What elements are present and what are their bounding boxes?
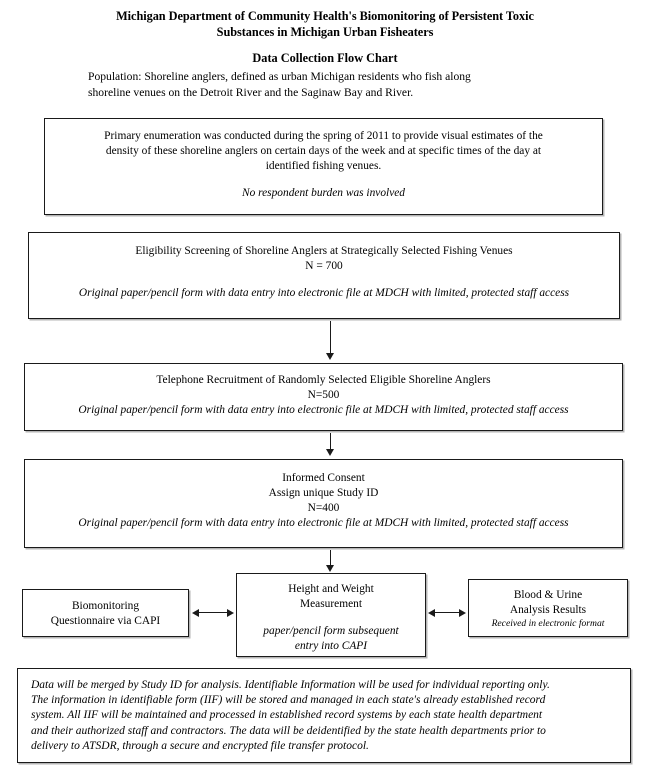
enumeration-box: Primary enumeration was conducted during… [44,118,603,215]
enumeration-spacer [59,174,588,186]
blood-urine-analysis-box: Blood & Urine Analysis Results Received … [468,579,628,637]
informed-consent-box: Informed Consent Assign unique Study ID … [24,459,623,548]
merge-line-2: The information in identifiable form (II… [31,694,546,707]
eligibility-count: N = 700 [305,260,343,272]
arrow-head-left [428,608,435,617]
measurement-spacer [243,612,419,624]
arrow-questionnaire-measurement-icon [192,607,234,618]
enumeration-line-1: Primary enumeration was conducted during… [104,130,543,142]
merge-line-4: and their authorized staff and contracto… [31,724,546,737]
arrow-stem [330,433,332,450]
arrow-head-right [459,608,466,617]
consent-subtitle: Assign unique Study ID [268,487,379,499]
measurement-line-1: Height and Weight [288,583,374,595]
arrow-eligibility-to-telephone-icon [325,321,336,361]
population-line-1: Population: Shoreline anglers, defined a… [88,70,471,83]
merge-line-5: delivery to ATSDR, through a secure and … [31,739,369,752]
arrow-stem [198,612,228,614]
consent-count: N=400 [307,502,340,514]
telephone-count: N=500 [307,389,340,401]
data-merge-box: Data will be merged by Study ID for anal… [17,668,631,763]
arrow-stem [330,321,332,354]
telephone-recruitment-box: Telephone Recruitment of Randomly Select… [24,363,623,431]
arrow-head [326,449,334,456]
page-subtitle: Data Collection Flow Chart [252,51,398,65]
arrow-stem [434,612,460,614]
telephone-title: Telephone Recruitment of Randomly Select… [156,374,491,386]
measurement-note-line-2: entry into CAPI [294,640,368,652]
merge-line-3: system. All IIF will be maintained and p… [31,709,543,722]
merge-line-1: Data will be merged by Study ID for anal… [31,679,550,691]
page-title-line-2: Substances in Michigan Urban Fisheaters [216,24,434,39]
enumeration-line-3: identified fishing venues. [265,160,382,172]
population-description: Population: Shoreline anglers, defined a… [88,69,578,100]
page-title: Michigan Department of Community Health'… [0,0,650,40]
questionnaire-line-1: Biomonitoring [71,600,140,612]
measurement-note-line-1: paper/pencil form subsequent [263,625,399,637]
telephone-note: Original paper/pencil form with data ent… [78,404,569,416]
blood-line-1: Blood & Urine [513,589,583,601]
page-title-line-1: Michigan Department of Community Health'… [116,9,534,23]
chart-header: Michigan Department of Community Health'… [0,0,650,66]
arrow-stem [330,550,332,566]
eligibility-spacer [39,274,609,286]
blood-line-2: Analysis Results [509,604,587,616]
measurement-line-2: Measurement [300,598,362,610]
eligibility-screening-box: Eligibility Screening of Shoreline Angle… [28,232,620,319]
biomonitoring-questionnaire-box: Biomonitoring Questionnaire via CAPI [22,589,189,637]
arrow-telephone-to-consent-icon [325,433,336,457]
enumeration-line-2: density of these shoreline anglers on ce… [105,145,542,157]
arrow-head-right [227,608,234,617]
consent-note: Original paper/pencil form with data ent… [78,517,569,529]
height-weight-measurement-box: Height and Weight Measurement paper/penc… [236,573,426,657]
eligibility-note: Original paper/pencil form with data ent… [78,287,570,299]
questionnaire-line-2: Questionnaire via CAPI [50,615,161,627]
arrow-head [326,565,334,572]
blood-note: Received in electronic format [491,618,605,629]
enumeration-note: No respondent burden was involved [241,187,406,199]
arrow-head [326,353,334,360]
consent-title: Informed Consent [282,472,365,484]
arrow-head-left [192,608,199,617]
eligibility-title: Eligibility Screening of Shoreline Angle… [135,245,513,257]
population-line-2: shoreline venues on the Detroit River an… [88,85,414,99]
arrow-measurement-blood-icon [428,607,466,618]
arrow-consent-to-measurement-icon [325,550,336,573]
